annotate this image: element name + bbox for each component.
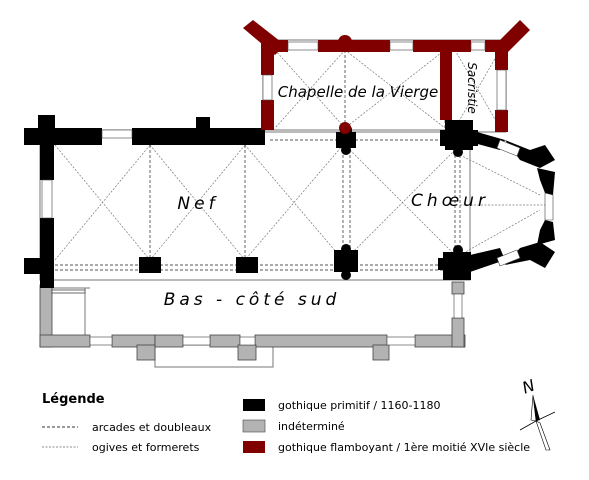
walls-flamboyant — [243, 20, 530, 134]
windows-chapel — [262, 41, 507, 111]
legend: Légende arcades et doubleaux ogives et f… — [42, 392, 530, 454]
vault-doubleaux — [55, 50, 470, 271]
windows-south — [89, 293, 463, 346]
legend-primitif-label: gothique primitif / 1160-1180 — [278, 399, 441, 412]
legend-indetermine-label: indéterminé — [278, 420, 345, 433]
windows-north — [41, 129, 554, 267]
legend-ogives-label: ogives et formerets — [92, 441, 200, 454]
north-arrow-icon: N — [520, 376, 556, 451]
legend-title: Légende — [42, 392, 105, 407]
legend-primitif-swatch — [243, 399, 265, 411]
legend-arcades-label: arcades et doubleaux — [92, 421, 212, 434]
walls-indetermine — [39, 281, 466, 361]
label-nef: Nef — [177, 194, 218, 214]
legend-flamboyant-swatch — [243, 441, 265, 453]
label-chapelle: Chapelle de la Vierge — [278, 83, 438, 101]
label-sacristie: Sacristie — [465, 62, 479, 114]
vault-ogives — [54, 49, 545, 261]
legend-indetermine-swatch — [242, 419, 266, 433]
walls-primitif — [24, 115, 555, 288]
label-bas-cote: Bas - côté sud — [164, 290, 341, 310]
label-choeur: Chœur — [411, 191, 489, 211]
north-label: N — [520, 376, 538, 398]
legend-flamboyant-label: gothique flamboyant / 1ère moitié XVIe s… — [278, 441, 530, 454]
